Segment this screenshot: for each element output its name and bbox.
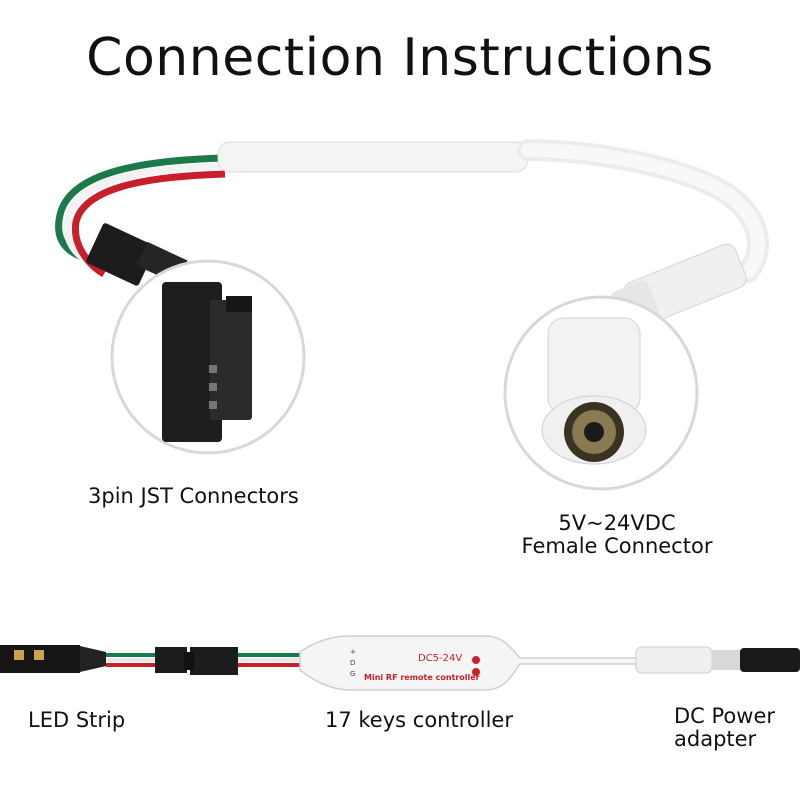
controller-model: Mini RF remote controller <box>364 673 480 682</box>
jst-zoom-circle <box>110 259 306 455</box>
controller-pin-g: G <box>350 670 355 678</box>
page-title: Connection Instructions <box>86 28 714 88</box>
dc-power-plug <box>635 646 800 674</box>
controller-label: 17 keys controller <box>325 708 513 732</box>
female-connector-label: 5V~24VDC Female Connector <box>512 511 722 559</box>
female-zoom-circle <box>503 295 699 491</box>
dc-adapter-line2: adapter <box>674 727 757 752</box>
dc-adapter-label: DC Power adapter <box>674 704 776 752</box>
controller-voltage: DC5-24V <box>418 653 462 664</box>
dc-adapter-line1: DC Power <box>674 704 776 728</box>
female-connector-name: Female Connector <box>521 534 713 559</box>
shrink-tube <box>217 139 769 283</box>
bottom-wires <box>106 647 300 675</box>
controller-pin-plus: + <box>350 648 356 656</box>
led-strip-label: LED Strip <box>28 708 126 732</box>
led-strip <box>0 645 106 673</box>
female-connector-voltage: 5V~24VDC <box>558 511 676 535</box>
jst-connector-label: 3pin JST Connectors <box>88 484 299 508</box>
controller-pin-d: D <box>350 659 355 667</box>
